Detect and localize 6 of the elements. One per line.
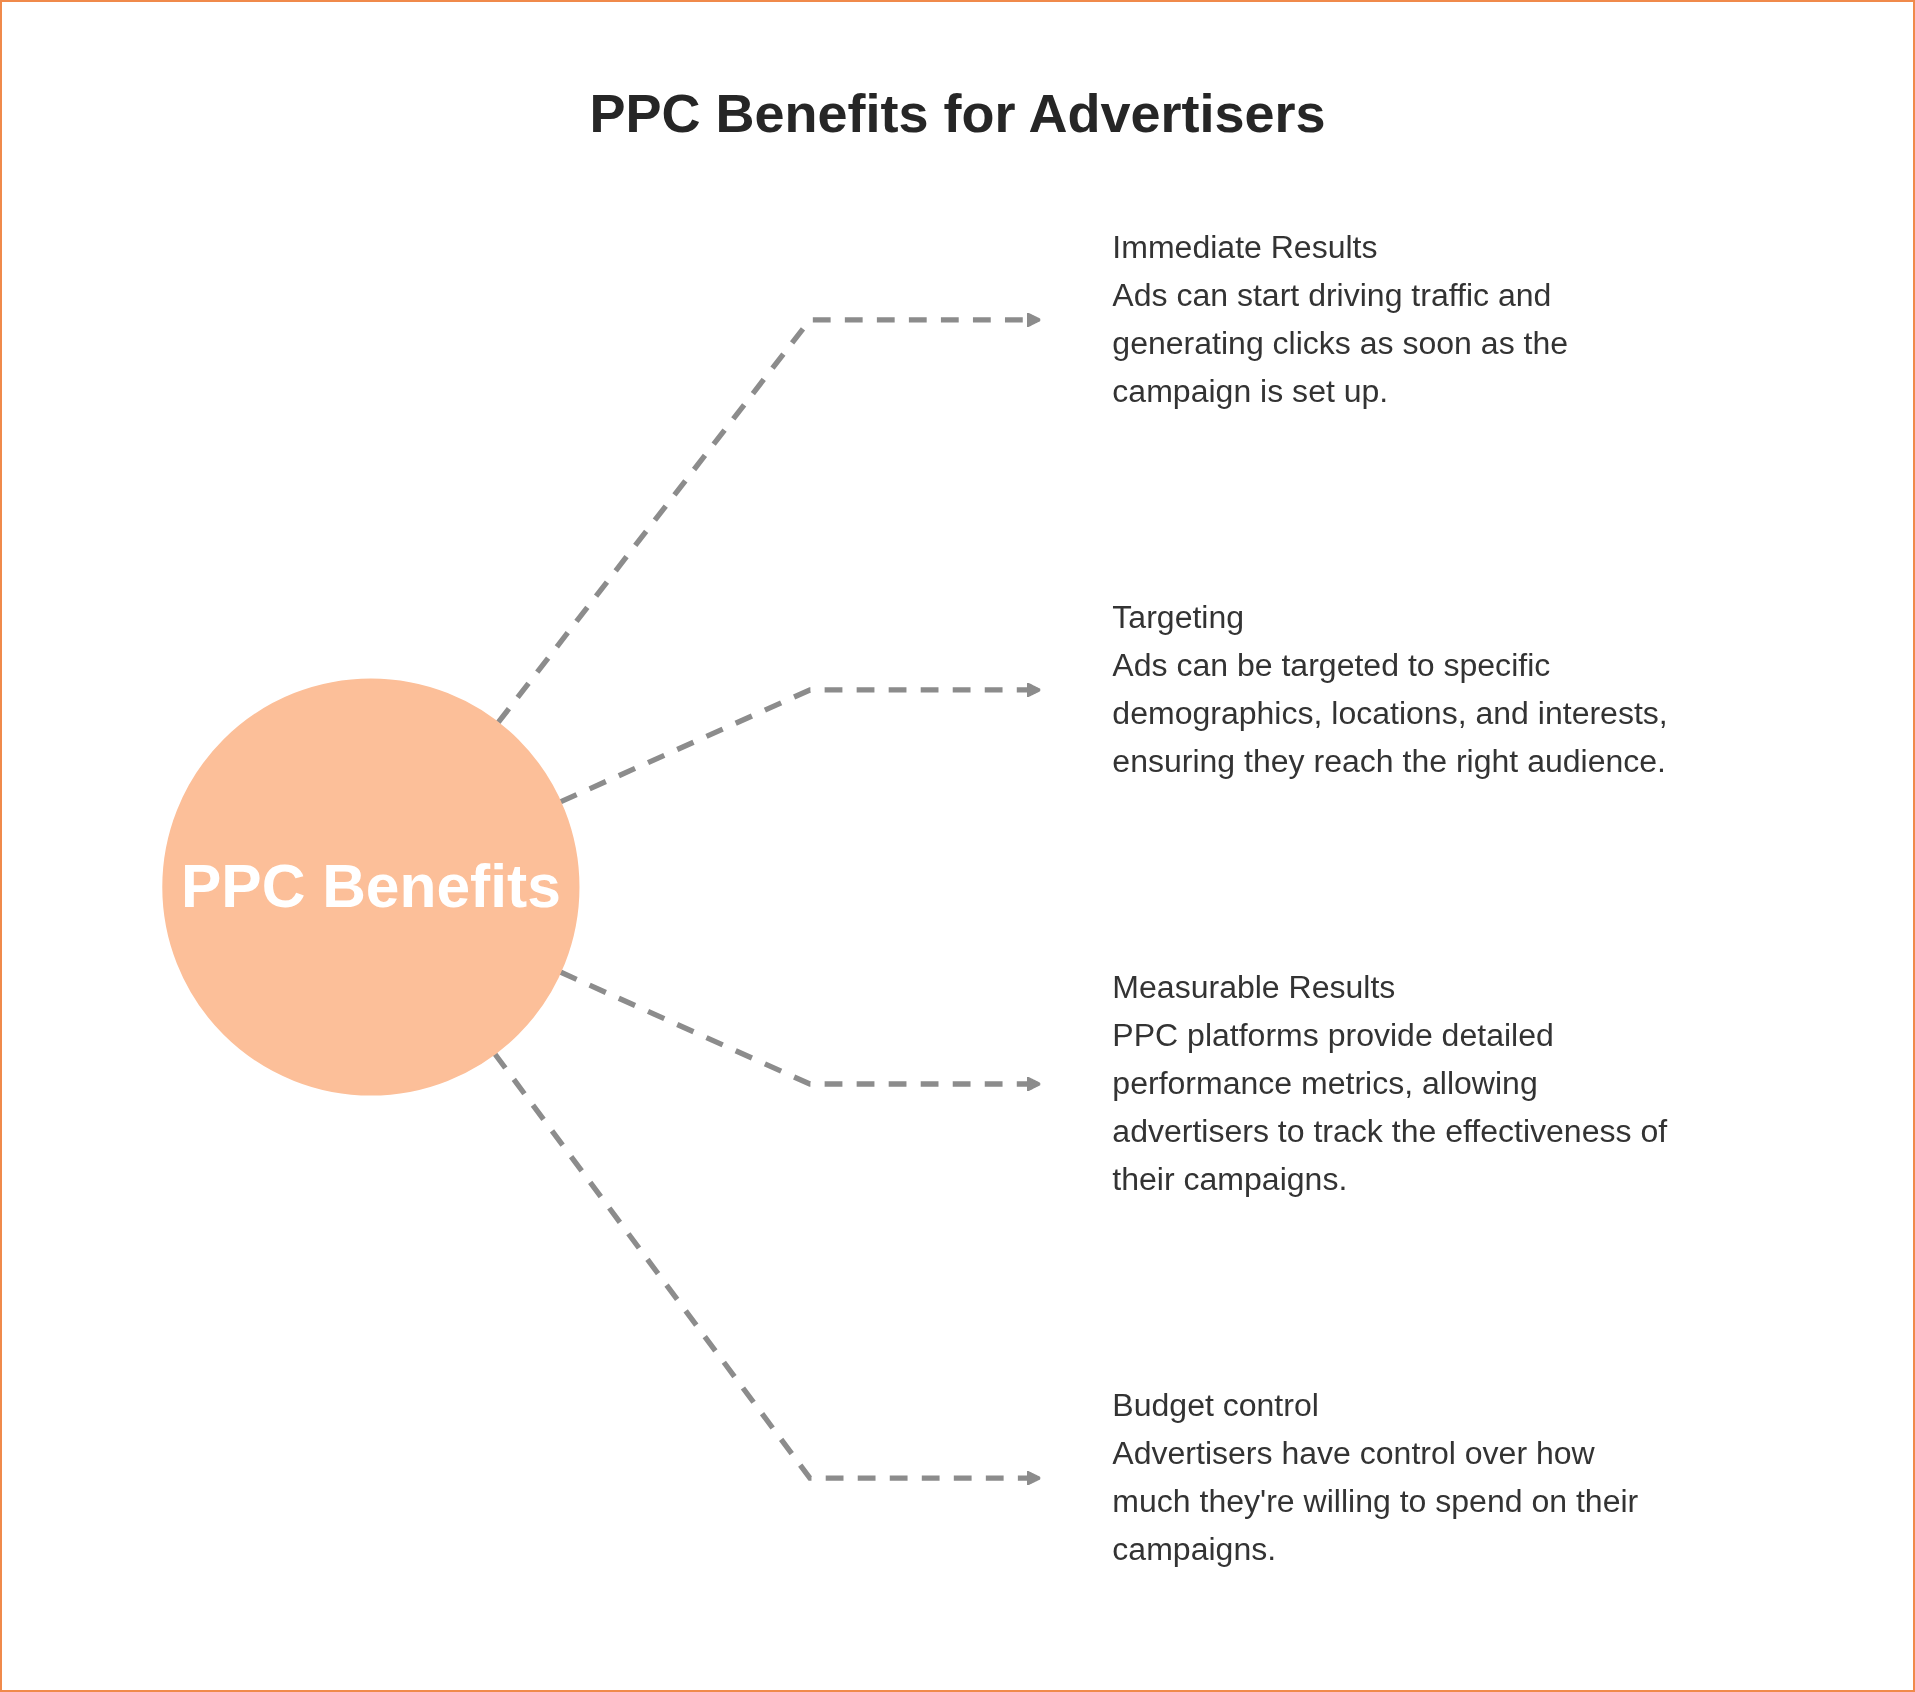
node-text: Targeting Ads can be targeted to specific demographics, locations, and interests, ensuring they reach the right audience. <box>1111 599 1668 779</box>
diagram-title: PPC Benefits for Advertisers <box>589 82 1326 144</box>
node-circle: PPC Benefits <box>161 678 579 1096</box>
node-text: Budget control Advertisers have control over how much they're willing to spend on their campaigns. <box>1111 1387 1638 1568</box>
node-text: Immediate Results Ads can start driving traffic and generating clicks as soon as the campaign is set up. <box>1111 229 1568 409</box>
node-text: Measurable Results PPC platforms provide detailed performance metrics, allowing advertisers to track the effectiveness of their campaigns. <box>1111 969 1667 1198</box>
